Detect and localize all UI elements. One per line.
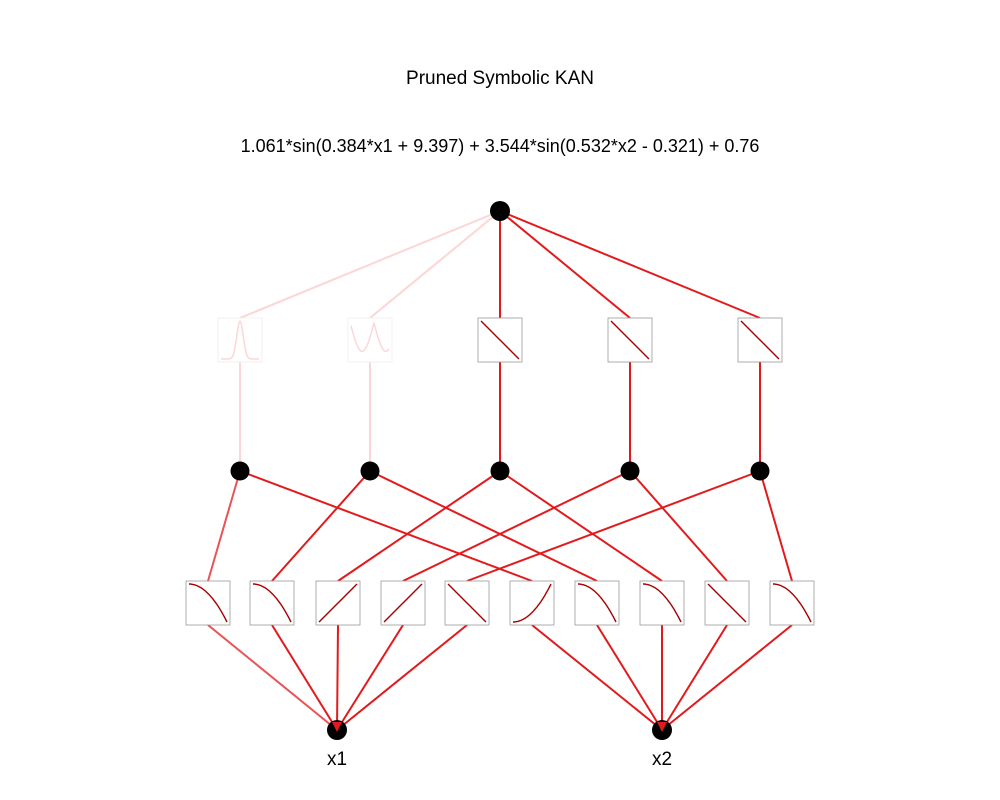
edges-layer: [207, 210, 793, 731]
activation-box-layer0-8: [704, 580, 750, 626]
activation-box-layer0-6-frame: [574, 580, 620, 626]
activation-boxes-layer: [185, 317, 815, 626]
edge-input-to-box-3: [336, 624, 404, 731]
edge-input-to-box-1: [271, 624, 338, 731]
edge-input-to-box-2: [336, 624, 339, 731]
edge-box-to-hidden-4: [466, 470, 761, 582]
activation-box-layer1-1: [347, 317, 393, 363]
edge-input-to-box-0: [207, 624, 338, 731]
activation-box-layer0-6-curve: [578, 583, 617, 623]
nodes-layer: [230, 201, 770, 740]
activation-box-layer0-5-frame: [509, 580, 555, 626]
activation-box-layer0-6: [574, 580, 620, 626]
activation-box-layer0-2: [315, 580, 361, 626]
activation-box-layer0-4: [444, 580, 490, 626]
edge-box-to-hidden-5: [239, 470, 533, 582]
activation-box-layer0-7: [639, 580, 685, 626]
edge-box-to-hidden-3: [402, 470, 631, 582]
edge-box-to-hidden-7: [499, 470, 663, 582]
activation-box-layer0-1-curve: [253, 583, 292, 623]
activation-box-layer0-2-curve: [318, 583, 358, 623]
activation-box-layer0-9-frame: [769, 580, 815, 626]
hidden-node-1: [230, 461, 250, 481]
activation-box-layer1-2: [477, 317, 523, 363]
activation-box-layer0-1: [249, 580, 295, 626]
activation-box-layer0-5-curve: [513, 583, 552, 623]
edge-box-to-hidden-6: [369, 470, 598, 582]
output-node: [490, 201, 510, 221]
activation-box-layer0-3: [380, 580, 426, 626]
edge-input-to-box-8: [661, 624, 728, 731]
activation-box-layer0-1-frame: [249, 580, 295, 626]
activation-box-layer0-7-frame: [639, 580, 685, 626]
activation-box-layer0-9-curve: [773, 583, 812, 623]
activation-box-layer0-3-curve: [383, 583, 423, 623]
edge-box-to-hidden-2: [337, 470, 501, 582]
hidden-node-2: [360, 461, 380, 481]
activation-box-layer0-8-curve: [707, 583, 747, 623]
edge-input-to-box-4: [336, 624, 468, 731]
activation-box-layer0-5: [509, 580, 555, 626]
activation-box-layer1-3: [607, 317, 653, 363]
activation-box-layer0-0: [185, 580, 231, 626]
hidden-node-4: [620, 461, 640, 481]
diagram-title: Pruned Symbolic KAN: [406, 68, 594, 89]
activation-box-layer1-0: [217, 317, 263, 363]
edge-box-to-output-0: [239, 210, 501, 319]
hidden-node-5: [750, 461, 770, 481]
activation-box-layer1-0-curve: [221, 319, 259, 360]
edge-box-to-hidden-1: [271, 470, 371, 582]
edge-input-to-box-6: [596, 624, 663, 731]
activation-box-layer0-0-curve: [189, 583, 228, 623]
activation-box-layer0-4-curve: [447, 583, 487, 623]
activation-box-layer1-3-curve: [610, 320, 650, 360]
activation-box-layer1-1-frame: [347, 317, 393, 363]
activation-box-layer1-2-curve: [480, 320, 520, 360]
hidden-node-3: [490, 461, 510, 481]
edge-input-to-box-5: [531, 624, 663, 731]
activation-box-layer1-4-curve: [740, 320, 780, 360]
edge-box-to-hidden-0: [207, 470, 241, 582]
activation-box-layer0-7-curve: [643, 583, 682, 623]
labels-layer: x1 x2: [327, 749, 672, 770]
edge-input-to-box-9: [661, 624, 793, 731]
activation-box-layer1-4: [737, 317, 783, 363]
input-label-x1: x1: [327, 749, 347, 770]
activation-box-layer0-9: [769, 580, 815, 626]
symbolic-formula: 1.061*sin(0.384*x1 + 9.397) + 3.544*sin(…: [240, 136, 760, 156]
activation-box-layer1-0-frame: [217, 317, 263, 363]
edge-box-to-output-1: [369, 210, 501, 319]
input-label-x2: x2: [652, 749, 672, 770]
activation-box-layer0-0-frame: [185, 580, 231, 626]
edge-box-to-output-3: [499, 210, 631, 319]
input-node-marker-1: [332, 722, 342, 732]
input-node-marker-2: [657, 722, 667, 732]
edge-box-to-hidden-8: [629, 470, 728, 582]
activation-box-layer1-1-curve: [350, 321, 390, 353]
edge-box-to-hidden-9: [759, 470, 793, 582]
edge-box-to-output-4: [499, 210, 761, 319]
